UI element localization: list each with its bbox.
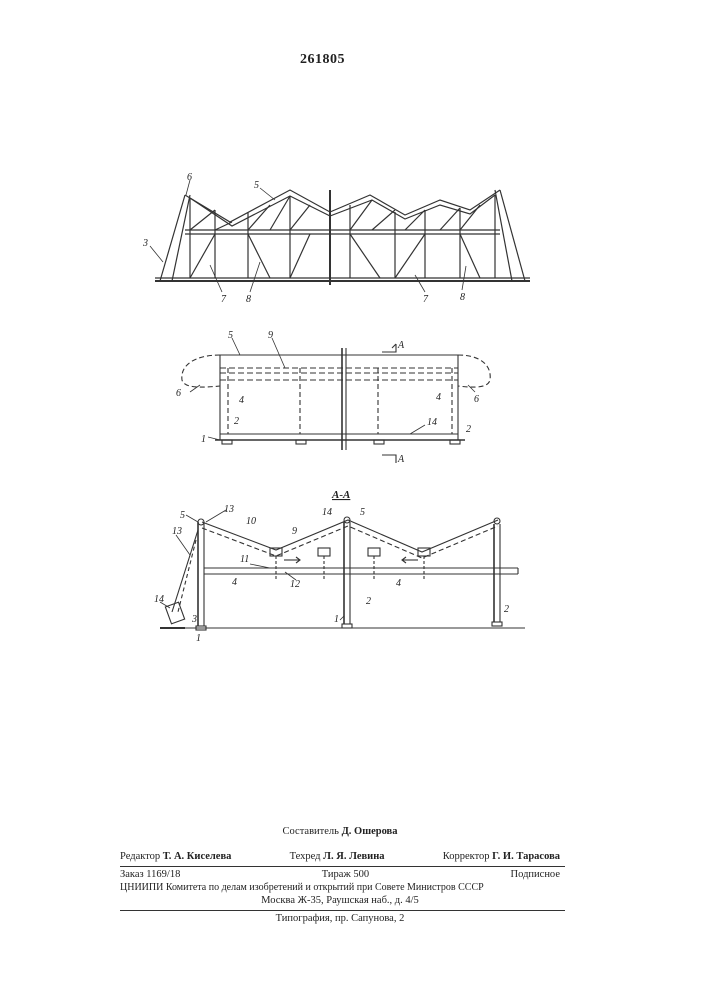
section-title: А-А (331, 489, 350, 501)
fig3-label: 11 (240, 554, 249, 565)
fig3-label: 9 (292, 526, 297, 537)
printer: Типография, пр. Сапунова, 2 (276, 913, 405, 924)
fig3-label: 4 (396, 578, 401, 589)
fig3-label: 13 (172, 526, 182, 537)
fig3-label: 14 (322, 507, 332, 518)
institute: ЦНИИПИ Комитета по делам изобретений и о… (120, 882, 484, 893)
corrector: Корректор Г. И. Тарасова (443, 851, 560, 863)
fig3-label: 3 (191, 614, 197, 625)
printer-line: Типография, пр. Сапунова, 2 (120, 913, 560, 925)
fig3-label: 10 (246, 516, 256, 527)
address-line: Москва Ж-35, Раушская наб., д. 4/5 (120, 895, 560, 907)
fig3-label: 14 (154, 594, 164, 605)
fig3-label: 13 (224, 504, 234, 515)
editor: Редактор Т. А. Киселева (120, 851, 231, 863)
order-number: Заказ 1169/18 (120, 869, 180, 881)
editor-label: Редактор (120, 851, 160, 862)
divider (120, 866, 565, 867)
techred: Техред Л. Я. Левина (290, 851, 385, 863)
fig3-label: 2 (504, 604, 509, 615)
fig3-label: 1 (334, 614, 339, 625)
fig3-label: 12 (290, 579, 300, 590)
techred-name: Л. Я. Левина (323, 851, 384, 862)
editors-line: Редактор Т. А. Киселева Техред Л. Я. Лев… (120, 851, 560, 863)
fig3-label: 2 (366, 596, 371, 607)
order-line: Заказ 1169/18 Тираж 500 Подписное (120, 869, 560, 881)
circulation: Тираж 500 (322, 869, 369, 881)
fig3-label: 1 (196, 633, 201, 644)
fig3-label: 5 (180, 510, 185, 521)
fig3-label: 5 (360, 507, 365, 518)
address: Москва Ж-35, Раушская наб., д. 4/5 (261, 895, 419, 906)
corrector-name: Г. И. Тарасова (492, 851, 560, 862)
techred-label: Техред (290, 851, 321, 862)
compiler-line: Составитель Д. Ошерова (120, 826, 560, 838)
subscription: Подписное (511, 869, 560, 881)
institute-line: ЦНИИПИ Комитета по делам изобретений и о… (120, 882, 560, 894)
fig3-label: 4 (232, 577, 237, 588)
editor-name: Т. А. Киселева (163, 851, 232, 862)
figure-3-section-a-a: А-А 5 13 10 9 14 5 13 11 12 4 4 2 14 3 1… (0, 0, 707, 660)
compiler-label: Составитель (283, 826, 339, 837)
compiler-name: Д. Ошерова (342, 826, 398, 837)
divider (120, 910, 565, 911)
corrector-label: Корректор (443, 851, 490, 862)
